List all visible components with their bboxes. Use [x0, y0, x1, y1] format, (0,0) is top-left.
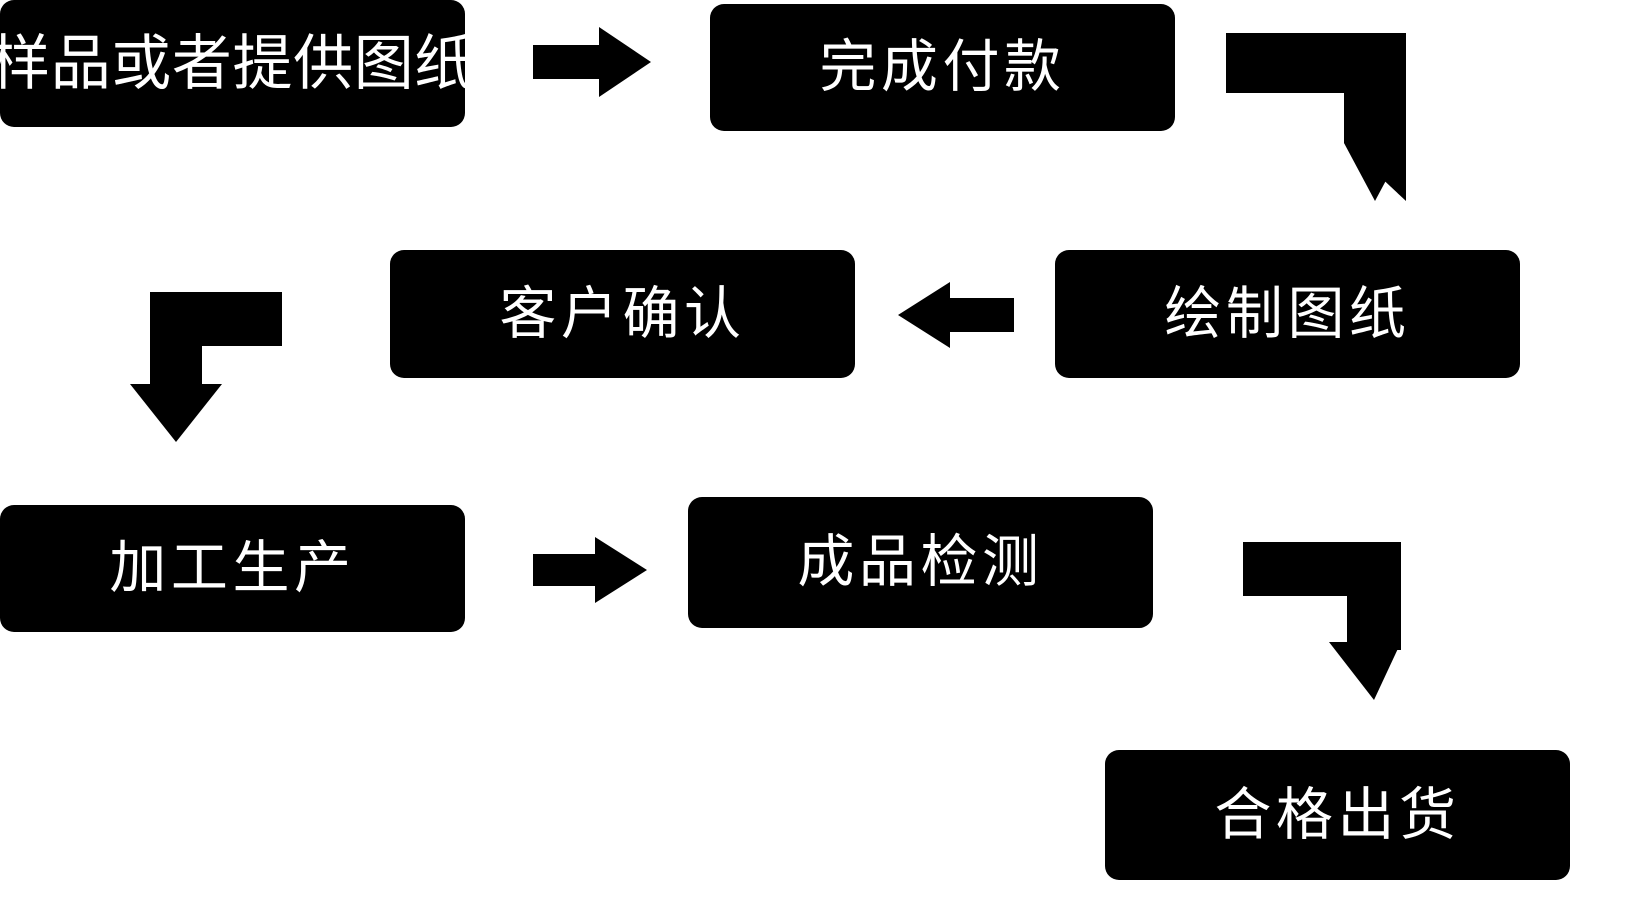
- flow-node-label: 绘制图纸: [1164, 281, 1411, 346]
- flow-node-payment[interactable]: 完成付款: [710, 4, 1175, 131]
- arrow-elbow-left-down-icon: [130, 292, 282, 442]
- flow-node-label: 客户确认: [499, 281, 746, 346]
- flow-node-inspect[interactable]: 成品检测: [688, 497, 1153, 628]
- arrow-elbow-right-down-icon: [1243, 542, 1401, 700]
- flow-node-sample[interactable]: 样品或者提供图纸: [0, 0, 474, 127]
- arrow-elbow-right-down-icon: [1226, 33, 1406, 201]
- flow-node-label: 合格出货: [1214, 782, 1461, 847]
- flow-node-production[interactable]: 加工生产: [0, 505, 465, 632]
- flow-node-label: 加工生产: [109, 536, 356, 601]
- arrow-left-icon: [898, 282, 1014, 348]
- flow-node-label: 成品检测: [797, 530, 1044, 595]
- flow-node-label: 完成付款: [819, 35, 1066, 100]
- arrow-right-icon: [533, 537, 647, 603]
- flow-node-label: 样品或者提供图纸: [0, 29, 475, 97]
- flow-node-drawing[interactable]: 绘制图纸: [1055, 250, 1520, 378]
- arrow-right-icon: [533, 27, 651, 97]
- flow-node-confirm[interactable]: 客户确认: [390, 250, 855, 378]
- flow-node-shipment[interactable]: 合格出货: [1105, 750, 1570, 880]
